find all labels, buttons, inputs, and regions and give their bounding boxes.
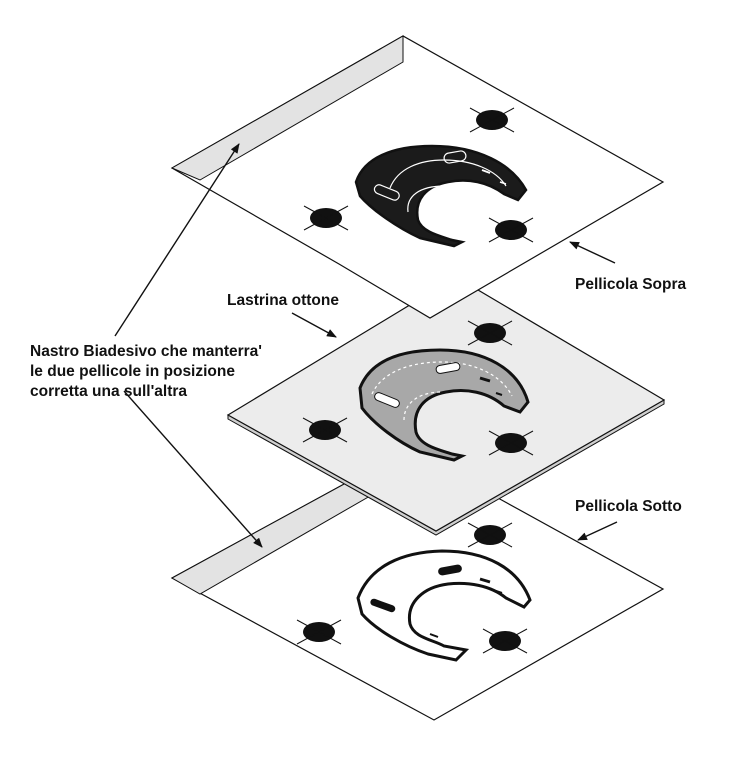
registration-mark xyxy=(488,217,534,243)
plate-registration-marks xyxy=(302,320,534,456)
top-tape-strip xyxy=(170,35,404,181)
label-tape-note-line-1: Nastro Biadesivo che manterra' xyxy=(30,343,262,360)
bottom-u-shape xyxy=(356,549,532,662)
label-bottom-film: Pellicola Sotto xyxy=(575,498,682,515)
label-tape-note-line-2: le due pellicole in posizione xyxy=(30,363,235,380)
bottom-film-cutout xyxy=(356,549,532,662)
top-film-cutout xyxy=(354,144,528,248)
registration-mark xyxy=(469,107,515,133)
arrow-to-top-film xyxy=(569,241,616,264)
label-tape-note-line-3: corretta una sull'altra xyxy=(30,383,187,400)
arrow-to-bottom-film xyxy=(577,521,618,541)
brass-plate-layer xyxy=(226,276,666,536)
plate-u-shape xyxy=(358,348,530,462)
registration-mark xyxy=(467,320,513,346)
arrow-to-top-tape xyxy=(114,143,240,337)
top-film-layer xyxy=(170,35,665,319)
registration-mark xyxy=(467,522,513,548)
registration-mark xyxy=(296,619,342,645)
brass-plate-sheet xyxy=(226,276,666,532)
callout-arrows xyxy=(114,143,618,548)
arrow-to-brass-plate xyxy=(291,312,337,338)
label-top-film: Pellicola Sopra xyxy=(575,276,687,293)
bottom-registration-marks xyxy=(296,522,528,654)
registration-mark xyxy=(303,205,349,231)
registration-mark xyxy=(482,628,528,654)
arrow-to-bottom-tape xyxy=(123,390,263,548)
registration-mark xyxy=(302,417,348,443)
label-brass-plate: Lastrina ottone xyxy=(227,292,339,309)
bottom-film-layer xyxy=(170,482,665,721)
top-registration-marks xyxy=(303,107,534,243)
brass-plate-cutout xyxy=(358,348,530,462)
registration-mark xyxy=(488,430,534,456)
